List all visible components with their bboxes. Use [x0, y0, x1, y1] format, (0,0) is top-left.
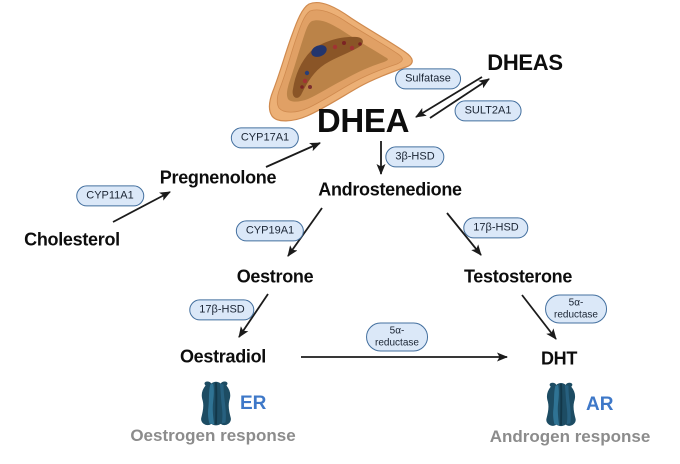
- enzyme-pill-text: CYP11A1: [86, 189, 134, 202]
- arrow-oestrone-to-oestradiol: [238, 293, 269, 338]
- arrow-androstenedione-to-testosterone: [446, 212, 482, 256]
- enzyme-pill-text: 5α-: [389, 325, 405, 337]
- ar-receptor-icon: [546, 382, 576, 427]
- hormone-label-oestrone: Oestrone: [236, 266, 314, 287]
- enzyme-pill-text: CYP19A1: [245, 224, 295, 237]
- enzyme-pill-hsd17b-to-testosterone: 17β-HSD: [463, 217, 529, 239]
- enzyme-pill-text: reductase: [554, 309, 598, 320]
- er-receptor: ER: [197, 380, 266, 427]
- arrow-testosterone-to-dht: [521, 294, 557, 340]
- enzyme-pill-text: SULT2A1: [464, 104, 512, 117]
- enzyme-pill-text: CYP17A1: [240, 131, 290, 144]
- adrenal-gland-icon: [268, 2, 413, 122]
- arrow-androstenedione-to-oestrone: [287, 207, 323, 257]
- ar-label: AR: [586, 393, 614, 415]
- enzyme-pill-text: reductase: [375, 337, 419, 348]
- enzyme-pill-text: Sulfatase: [405, 72, 451, 85]
- arrow-pregnenolone-to-dhea: [265, 142, 321, 168]
- enzyme-pill-cyp19a1: CYP19A1: [235, 220, 305, 242]
- enzyme-pill-hsd17b-to-oestradiol: 17β-HSD: [189, 299, 255, 321]
- er-receptor-icon: [201, 381, 231, 426]
- enzyme-pill-text: 3β-HSD: [395, 150, 435, 163]
- enzyme-pill-5a-reductase-right: 5α-reductase: [545, 294, 607, 324]
- androgen-response-label: Androgen response: [489, 427, 651, 446]
- enzyme-pill-sult2a1: SULT2A1: [454, 100, 522, 122]
- arrow-dhea-to-dheas: [429, 78, 490, 119]
- hormone-label-dhea: DHEA: [316, 102, 410, 139]
- enzyme-pill-sulfatase: Sulfatase: [395, 68, 461, 90]
- enzyme-pill-cyp17a1: CYP17A1: [230, 127, 300, 149]
- hormone-label-pregnenolone: Pregnenolone: [159, 167, 277, 188]
- enzyme-pill-text: 5α-: [568, 297, 584, 309]
- ar-receptor: AR: [541, 382, 613, 427]
- enzyme-pill-5a-reductase-mid: 5α-reductase: [366, 322, 428, 352]
- enzyme-pill-hsd3b: 3β-HSD: [385, 146, 445, 168]
- hormone-label-androstenedione: Androstenedione: [318, 179, 462, 200]
- enzyme-pill-text: 17β-HSD: [199, 303, 245, 316]
- hormone-label-testosterone: Testosterone: [463, 266, 573, 287]
- enzyme-pill-text: 17β-HSD: [473, 221, 519, 234]
- enzyme-pill-cyp11a1: CYP11A1: [76, 185, 144, 207]
- er-label: ER: [240, 392, 267, 414]
- oestrogen-response-label: Oestrogen response: [130, 426, 296, 445]
- hormone-label-oestradiol: Oestradiol: [179, 346, 267, 367]
- hormone-label-dheas: DHEAS: [487, 50, 563, 75]
- arrow-cholesterol-to-pregnenolone: [112, 191, 171, 223]
- hormone-label-dht: DHT: [540, 348, 578, 369]
- arrow-dheas-to-dhea: [415, 76, 483, 118]
- hormone-label-cholesterol: Cholesterol: [24, 229, 120, 250]
